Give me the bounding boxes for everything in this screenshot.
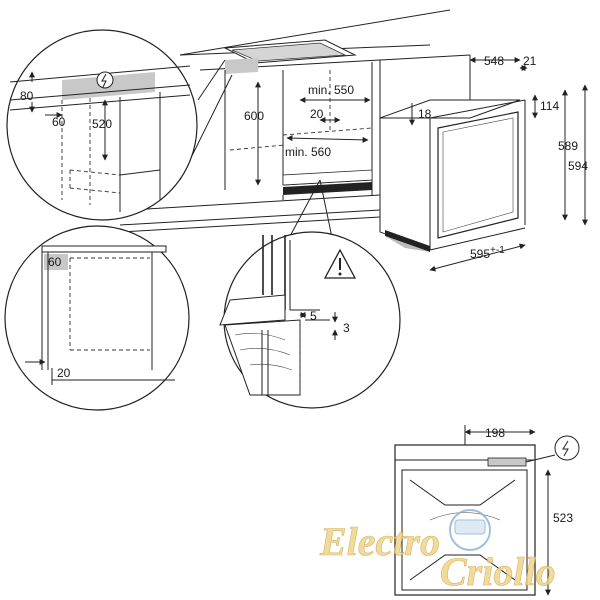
- cabinet-min-width-label: min. 550: [308, 83, 354, 97]
- electrical-hazard-icon: [96, 71, 114, 89]
- oven-depth-label: 548: [484, 54, 504, 68]
- watermark-word1: Electro: [319, 519, 440, 564]
- top-left-detail: 80 60 520: [6, 29, 198, 221]
- watermark-word2: Criollo: [440, 549, 556, 594]
- mc-clearance-label: 3: [343, 321, 350, 335]
- mc-gap-label: 5: [310, 309, 317, 323]
- oven-top-label: 18: [418, 107, 432, 121]
- cabinet-min-depth-label: min. 560: [285, 145, 331, 159]
- cabinet-height-label: 600: [244, 109, 264, 123]
- watermark-emblem: [449, 509, 491, 551]
- back-height-label: 523: [553, 511, 573, 525]
- oven-dimensions: 548 21 18 114 589 594 595+-1: [409, 54, 588, 272]
- tl-height-label: 80: [20, 89, 34, 103]
- oven-panel-label: 114: [540, 99, 559, 113]
- oven-side-view: [379, 99, 526, 252]
- warning-icon: [323, 248, 357, 279]
- ml-bottom-label: 20: [57, 366, 71, 380]
- mid-left-detail: 60 20: [4, 225, 190, 411]
- oven-width-label: 595+-1: [470, 245, 505, 261]
- cabinet-dimensions: 600 min. 550 20 min. 560: [244, 81, 371, 186]
- back-electrical-icon: [554, 435, 580, 461]
- ml-top-label: 60: [48, 255, 62, 269]
- cabinet-cutout-zone: [225, 58, 258, 74]
- tl-offset-label: 60: [52, 115, 66, 129]
- mid-center-detail: 5 3: [219, 231, 401, 409]
- cooktop: [223, 39, 357, 64]
- oven-height2-label: 594: [568, 159, 588, 173]
- oven-door-label: 21: [523, 54, 537, 68]
- tl-depth-label: 520: [92, 117, 112, 131]
- oven-height1-label: 589: [558, 139, 578, 153]
- cabinet-gap-label: 20: [310, 107, 324, 121]
- back-width-label: 198: [485, 426, 505, 440]
- watermark-logo: Electro Criollo: [319, 509, 556, 594]
